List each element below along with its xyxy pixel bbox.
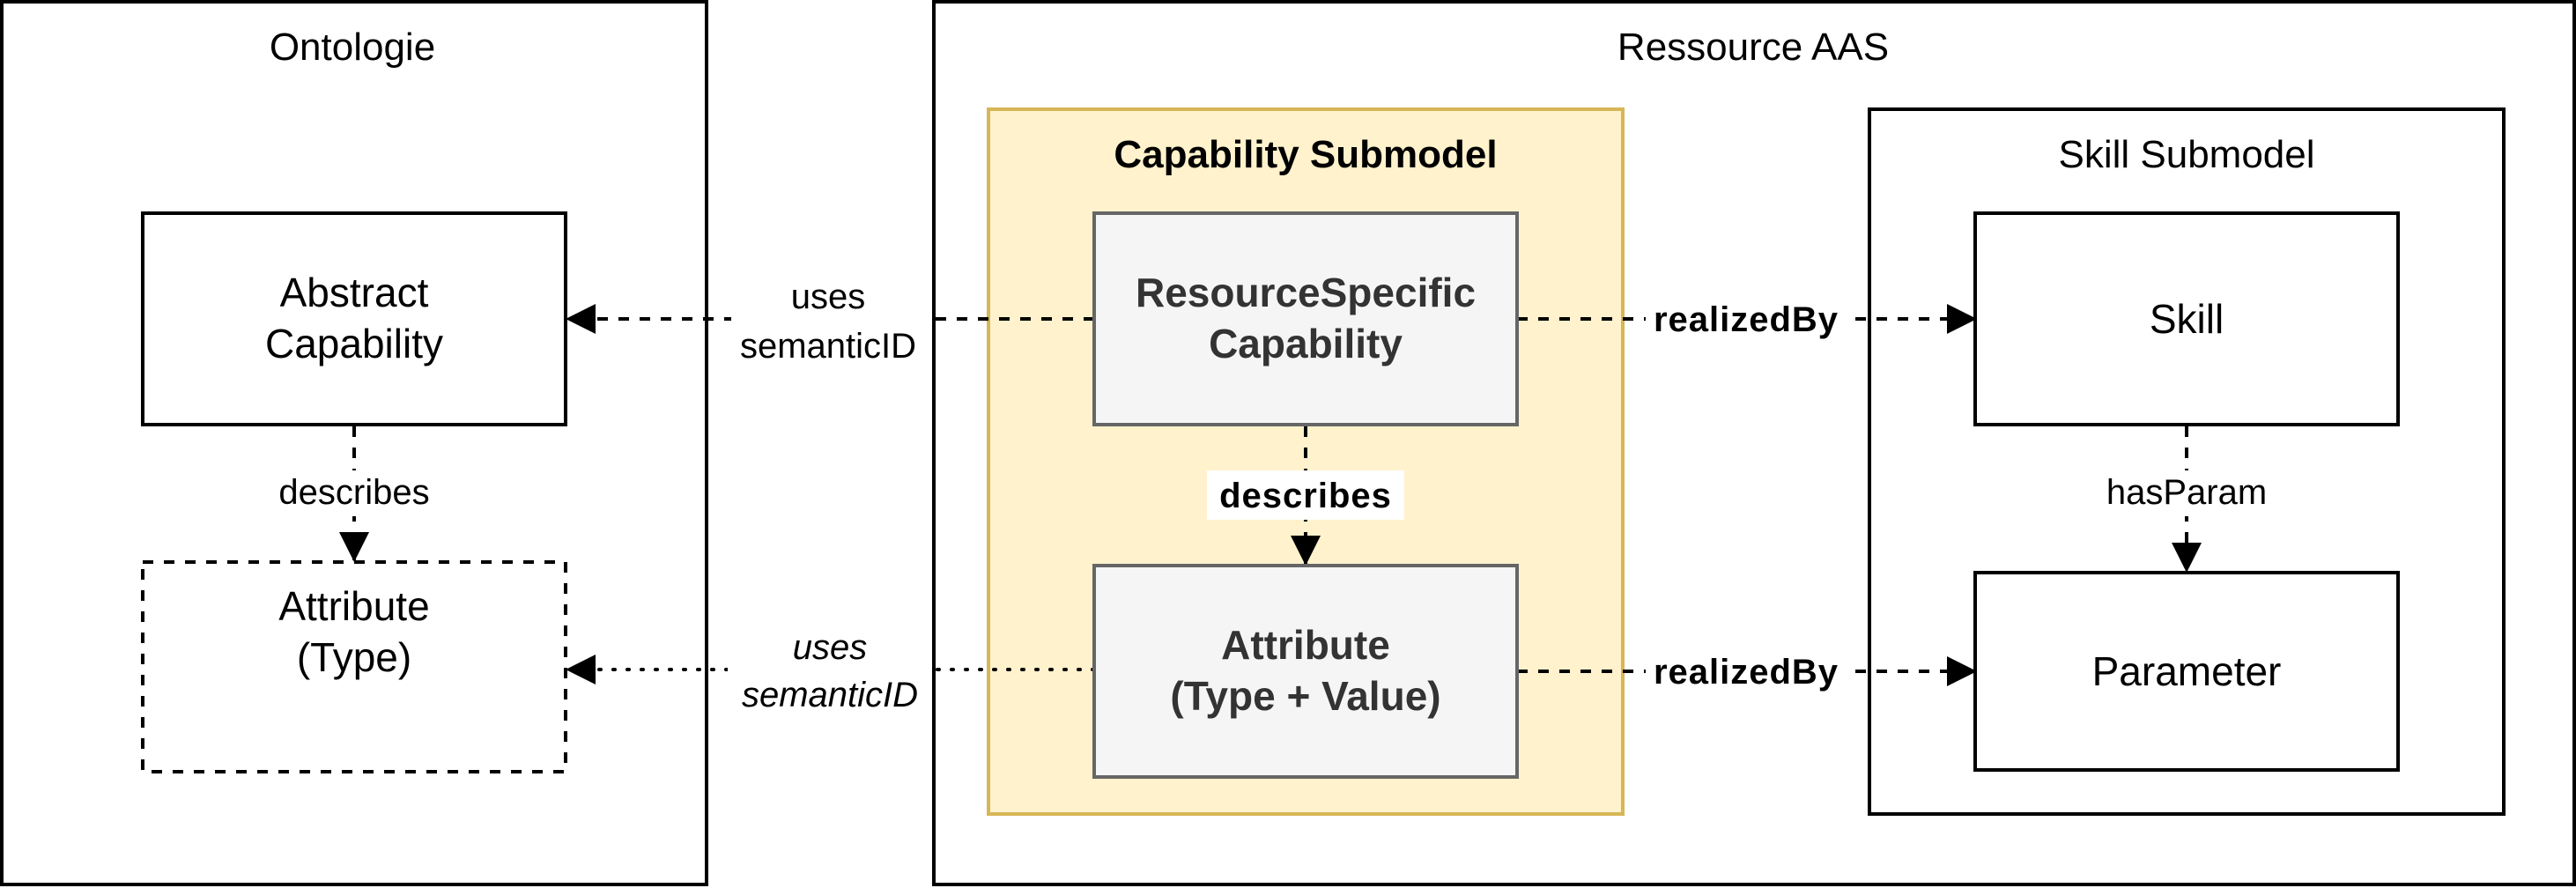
skill-label: Skill bbox=[2150, 296, 2224, 342]
resource-specific-capability-line1: ResourceSpecific bbox=[1136, 270, 1476, 315]
skill-node: Skill bbox=[1973, 211, 2400, 426]
uses-semantic-id-top-line2: semanticID bbox=[740, 327, 916, 366]
ontology-title: Ontologie bbox=[270, 26, 435, 69]
parameter-label: Parameter bbox=[2092, 648, 2282, 694]
edge-uses-semantic-id-bottom: uses semanticID bbox=[566, 620, 1096, 717]
uses-semantic-id-top-line1: uses bbox=[791, 278, 866, 316]
attribute-type-node: Attribute (Type) bbox=[141, 560, 567, 773]
attribute-type-line1: Attribute bbox=[278, 583, 429, 629]
attribute-type-line2: (Type) bbox=[297, 634, 411, 680]
edge-realized-by-bottom: realizedBy bbox=[1517, 647, 1977, 696]
describes-center-label: describes bbox=[1219, 477, 1392, 515]
resource-specific-capability-line2: Capability bbox=[1209, 321, 1403, 366]
describes-left-label: describes bbox=[278, 473, 429, 512]
has-param-label: hasParam bbox=[2106, 473, 2267, 512]
uses-semantic-id-bottom-line2: semanticID bbox=[742, 676, 918, 714]
attribute-type-value-line2: (Type + Value) bbox=[1170, 673, 1440, 719]
edge-realized-by-top: realizedBy bbox=[1517, 294, 1977, 344]
parameter-node: Parameter bbox=[1973, 571, 2400, 772]
abstract-capability-node: Abstract Capability bbox=[141, 211, 567, 426]
skill-submodel-title: Skill Submodel bbox=[2058, 133, 2314, 176]
attribute-type-value-line1: Attribute bbox=[1221, 622, 1390, 668]
capability-submodel-title: Capability Submodel bbox=[1114, 133, 1497, 176]
edge-uses-semantic-id-top: uses semanticID bbox=[566, 270, 1094, 366]
edge-describes-center: describes bbox=[1207, 426, 1404, 566]
uses-semantic-id-bottom-line1: uses bbox=[793, 628, 868, 667]
resource-aas-title: Ressource AAS bbox=[1617, 26, 1889, 69]
edge-has-param: hasParam bbox=[2100, 426, 2273, 573]
resource-specific-capability-node: ResourceSpecific Capability bbox=[1092, 211, 1519, 426]
edge-describes-left: describes bbox=[264, 426, 444, 562]
abstract-capability-line2: Capability bbox=[265, 321, 443, 366]
attribute-type-value-node: Attribute (Type + Value) bbox=[1092, 564, 1519, 779]
realized-by-top-label: realizedBy bbox=[1654, 300, 1839, 339]
abstract-capability-line1: Abstract bbox=[280, 270, 429, 315]
realized-by-bottom-label: realizedBy bbox=[1654, 653, 1839, 692]
